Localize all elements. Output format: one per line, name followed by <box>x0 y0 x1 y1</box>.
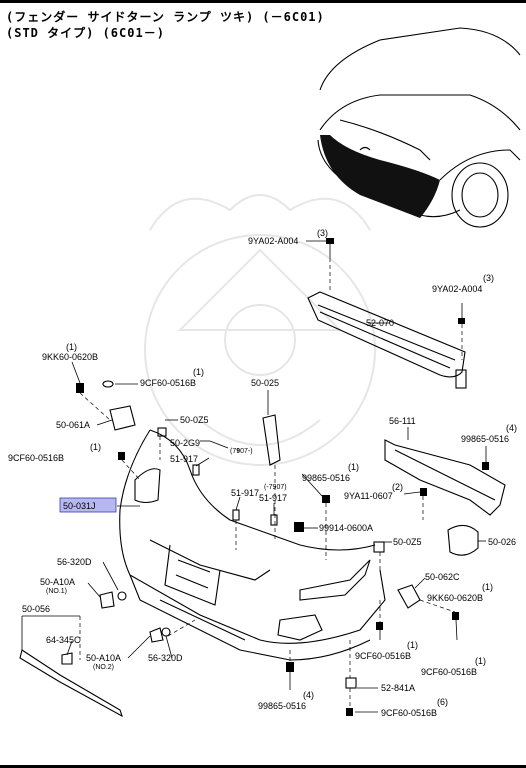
label-51-917-b[interactable]: 51-917 <box>231 488 259 498</box>
qty-99865-0516-a: (4) <box>506 423 517 433</box>
label-50-2g9[interactable]: 50-2G9 <box>170 438 200 448</box>
label-50-0z5-a[interactable]: 50-0Z5 <box>180 415 209 425</box>
leader-lines <box>66 240 487 713</box>
header-line-1: (フェンダー サイドターン ランプ ツキ) (－6C01) <box>6 10 325 24</box>
label-9cf60-0516b-c[interactable]: 9CF60-0516B <box>355 651 411 661</box>
lower-trim-50-056 <box>19 615 123 718</box>
label-50-062c[interactable]: 50-062C <box>425 572 460 582</box>
bolt-9ya02-a004-right <box>458 303 465 360</box>
qty-99865-0516-b: (1) <box>348 462 359 472</box>
label-56-320d-a[interactable]: 56-320D <box>57 557 92 567</box>
label-9cf60-0516b-b[interactable]: 9CF60-0516B <box>8 453 64 463</box>
label-99865-0516-b[interactable]: 99865-0516 <box>302 473 350 483</box>
qty-99865-0516-c: (4) <box>303 690 314 700</box>
reinforcement-52-070 <box>307 291 467 389</box>
qty-9cf60-0516b-a: (1) <box>193 367 204 377</box>
label-51-917-a[interactable]: 51-917 <box>170 454 198 464</box>
label-56-320d-b[interactable]: 56-320D <box>148 653 183 663</box>
samurai-helmet-watermark-icon <box>144 194 376 466</box>
label-51-917-c[interactable]: 51-917 <box>259 493 287 503</box>
qty-9ya02-a004-top: (3) <box>317 228 328 238</box>
label-9kk60-0620b[interactable]: 9KK60-0620B <box>42 352 98 362</box>
note-no2: (NO.2) <box>93 664 114 671</box>
label-99914-0600a[interactable]: 99914-0600A <box>319 523 373 533</box>
label-50-061a[interactable]: 50-061A <box>56 420 90 430</box>
label-9ya11-0607[interactable]: 9YA11-0607 <box>344 491 393 501</box>
label-50-031j[interactable]: 50-031J <box>63 501 96 511</box>
vehicle-outline <box>317 27 521 228</box>
label-50-026[interactable]: 50-026 <box>488 537 516 547</box>
part-labels: (3) 9YA02-A004 (3) 9YA02-A004 52-070 (1)… <box>8 228 517 718</box>
qty-9cf60-0516b-e: (6) <box>437 697 448 707</box>
top-border <box>0 0 526 3</box>
label-50-a10a-a[interactable]: 50-A10A <box>40 577 75 587</box>
label-9kk60-0620b-b[interactable]: 9KK60-0620B <box>427 593 483 603</box>
label-99865-0516-a[interactable]: 99865-0516 <box>461 434 509 444</box>
bottom-border <box>0 765 526 768</box>
label-52-070[interactable]: 52-070 <box>366 318 394 328</box>
absorber-56-111 <box>384 432 506 516</box>
label-50-025[interactable]: 50-025 <box>251 378 279 388</box>
small-fasteners <box>61 380 489 716</box>
label-9cf60-0516b-a[interactable]: 9CF60-0516B <box>140 378 196 388</box>
bolt-9ya02-a004-top <box>326 238 334 290</box>
label-9ya02-a004-right[interactable]: 9YA02-A004 <box>432 284 482 294</box>
label-9ya02-a004-top[interactable]: 9YA02-A004 <box>248 236 298 246</box>
qty-9cf60-0516b-d: (1) <box>475 656 486 666</box>
qty-9kk60-0620b-b: (1) <box>482 582 493 592</box>
label-52-841a[interactable]: 52-841A <box>381 683 415 693</box>
label-50-056[interactable]: 50-056 <box>22 604 50 614</box>
qty-9ya11-0607: (2) <box>392 482 403 492</box>
label-9cf60-0516b-d[interactable]: 9CF60-0516B <box>421 667 477 677</box>
label-99865-0516-c[interactable]: 99865-0516 <box>258 701 306 711</box>
label-9cf60-0516b-e[interactable]: 9CF60-0516B <box>381 708 437 718</box>
note-no1: (NO.1) <box>46 588 67 595</box>
qty-9cf60-0516b-c: (1) <box>407 640 418 650</box>
note-7907-a: (7907-) <box>230 448 253 455</box>
note-7907-b: (-7907) <box>264 484 287 491</box>
qty-9ya02-a004-right: (3) <box>483 273 494 283</box>
label-50-0z5-b[interactable]: 50-0Z5 <box>393 537 422 547</box>
header-line-2: (STD タイプ) (6C01－) <box>6 26 165 40</box>
qty-9cf60-0516b-b: (1) <box>90 442 101 452</box>
fog-lamp-50-026 <box>447 524 486 556</box>
guide-lines <box>79 392 456 708</box>
label-64-345c[interactable]: 64-345C <box>46 635 81 645</box>
bumper-cover-50-031j <box>119 429 386 661</box>
label-50-a10a-b[interactable]: 50-A10A <box>86 653 121 663</box>
highlight-50-031j <box>59 497 117 513</box>
qty-9kk60-0620b: (1) <box>66 342 77 352</box>
label-56-111[interactable]: 56-111 <box>389 416 416 426</box>
